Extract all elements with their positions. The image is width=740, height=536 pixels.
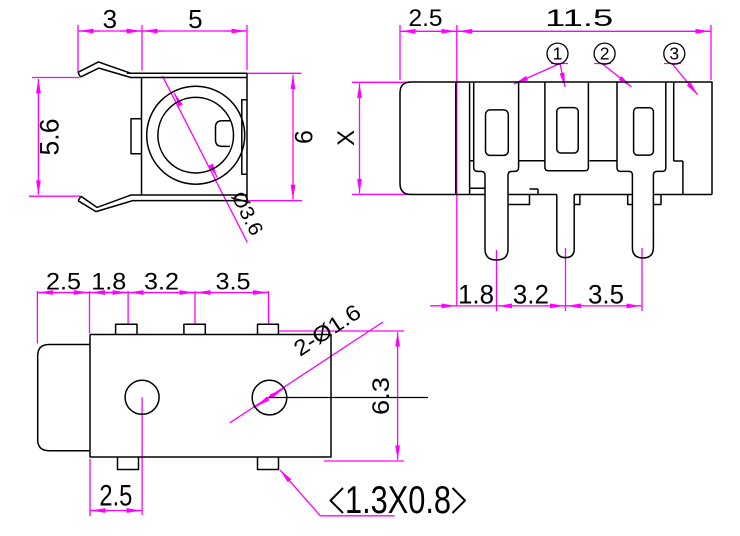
- svg-text:6: 6: [291, 130, 319, 144]
- svg-text:1: 1: [553, 43, 563, 63]
- svg-text:11.5: 11.5: [545, 5, 613, 32]
- svg-text:2.5: 2.5: [99, 480, 132, 513]
- svg-text:3.5: 3.5: [216, 269, 251, 296]
- svg-text:2.5: 2.5: [408, 5, 442, 32]
- svg-text:3.5: 3.5: [588, 279, 624, 309]
- svg-text:X: X: [333, 130, 360, 146]
- svg-text:3: 3: [669, 43, 679, 63]
- svg-text:2: 2: [600, 43, 610, 63]
- svg-text:2-Ø1.6: 2-Ø1.6: [289, 299, 365, 361]
- svg-text:3.2: 3.2: [144, 269, 179, 296]
- svg-text:5.6: 5.6: [35, 119, 65, 156]
- svg-text:3: 3: [103, 4, 117, 34]
- svg-text:5: 5: [188, 4, 202, 34]
- svg-text:1.8: 1.8: [91, 269, 126, 296]
- svg-text:1.3X0.8: 1.3X0.8: [345, 479, 451, 522]
- svg-text:1.8: 1.8: [458, 279, 494, 309]
- svg-text:2.5: 2.5: [46, 269, 81, 296]
- svg-text:3.2: 3.2: [513, 279, 549, 309]
- svg-text:6.3: 6.3: [368, 377, 395, 415]
